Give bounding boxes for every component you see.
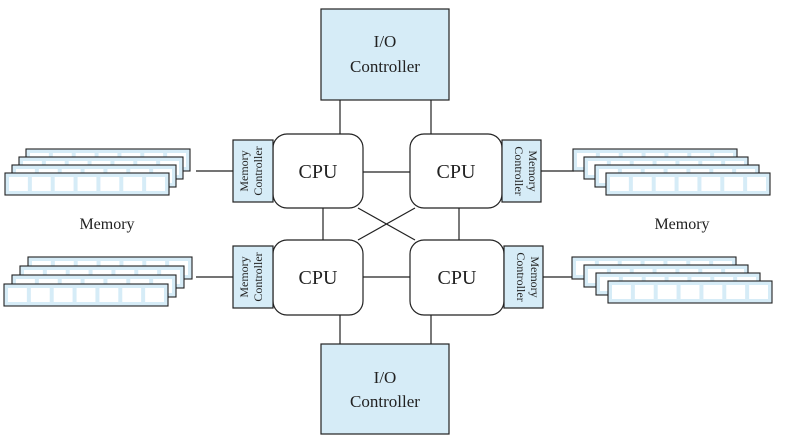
memory-chip [610, 177, 629, 191]
memory-controller-line2: Controller [251, 146, 265, 195]
cpu-top-right: CPU [409, 133, 503, 209]
memory-controller-bottom-right: Memory Controller [503, 245, 544, 309]
memory-bank-top-left [4, 148, 191, 196]
memory-bank-bottom-right [571, 256, 773, 304]
memory-label-left: Memory [79, 216, 134, 233]
memory-module [607, 280, 773, 304]
memory-module [3, 283, 169, 307]
memory-chip [99, 288, 119, 302]
memory-chip [701, 177, 721, 191]
memory-chip [100, 177, 120, 191]
memory-chip [680, 285, 700, 299]
memory-bank-bottom-left [3, 256, 193, 307]
link-cpu-tr-bl [357, 207, 416, 241]
cpu-label: CPU [438, 267, 477, 289]
cpu-bottom-left: CPU [272, 239, 364, 316]
memory-controller-bottom-left: Memory Controller [232, 245, 274, 309]
memory-chip [9, 177, 28, 191]
memory-chip [612, 285, 631, 299]
io-controller-bottom: I/O Controller [320, 343, 450, 435]
memory-controller-top-right: Memory Controller [501, 139, 542, 203]
memory-chip [31, 177, 51, 191]
memory-controller-line2: Controller [251, 252, 265, 301]
io-controller-top-line2: Controller [350, 57, 420, 76]
memory-chip [657, 285, 677, 299]
memory-chip [632, 177, 652, 191]
memory-chip [655, 177, 675, 191]
cpu-label: CPU [299, 267, 338, 289]
cpu-label: CPU [299, 161, 338, 183]
memory-module [4, 172, 170, 196]
memory-module [605, 172, 771, 196]
memory-controller-line1: Memory [237, 256, 251, 297]
cpu-top-left: CPU [272, 133, 364, 209]
memory-chip [123, 177, 143, 191]
memory-chip [30, 288, 50, 302]
memory-controller-top-left: Memory Controller [232, 139, 274, 203]
memory-controller-line1: Memory [526, 150, 540, 191]
io-controller-bottom-line2: Controller [350, 392, 420, 411]
cpu-bottom-right: CPU [409, 239, 505, 316]
memory-label-right: Memory [654, 216, 709, 233]
memory-chip [122, 288, 142, 302]
memory-chip [747, 177, 766, 191]
io-controller-bottom-line1: I/O [374, 368, 397, 387]
connections [196, 100, 574, 344]
memory-banks [3, 148, 773, 307]
memory-chip [146, 177, 165, 191]
memory-chip [77, 177, 97, 191]
io-controller-top-line1: I/O [374, 32, 397, 51]
memory-controller-line1: Memory [528, 256, 542, 297]
memory-chip [76, 288, 96, 302]
memory-controller-line2: Controller [512, 146, 526, 195]
memory-chip [53, 288, 73, 302]
memory-bank-top-right [572, 148, 771, 196]
memory-chip [678, 177, 698, 191]
memory-chip [724, 177, 744, 191]
io-controller-top: I/O Controller [320, 8, 450, 101]
memory-chip [8, 288, 27, 302]
memory-chip [726, 285, 746, 299]
memory-chip [54, 177, 74, 191]
memory-controller-line1: Memory [237, 150, 251, 191]
memory-chip [145, 288, 164, 302]
memory-controller-line2: Controller [514, 252, 528, 301]
memory-chip [703, 285, 723, 299]
memory-chip [749, 285, 768, 299]
cpu-label: CPU [437, 161, 476, 183]
memory-chip [634, 285, 654, 299]
